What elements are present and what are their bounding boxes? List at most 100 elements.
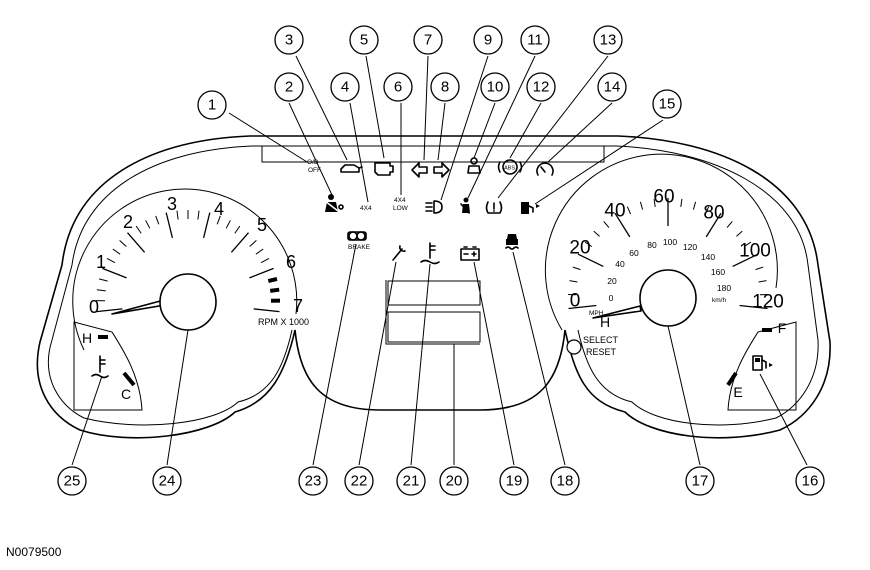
dial-major-tick	[577, 253, 604, 267]
right-turn-signal-icon	[433, 162, 450, 178]
kmh-number: 60	[629, 248, 639, 258]
callout-21: 21	[396, 466, 426, 496]
callout-2: 2	[274, 72, 304, 102]
callout-4: 4	[330, 72, 360, 102]
svg-text:7: 7	[424, 32, 432, 49]
od-off-indicator: O/D	[307, 159, 319, 166]
svg-text:5: 5	[360, 32, 368, 49]
check-engine-icon	[374, 162, 394, 176]
cluster-bezel	[36, 135, 831, 439]
oil-pressure-icon	[340, 164, 363, 173]
dial-major-tick	[705, 212, 722, 238]
callout-19: 19	[499, 466, 529, 496]
callout-10: 10	[480, 72, 510, 102]
dial-minor-tick	[653, 198, 656, 207]
dial-minor-tick	[726, 221, 733, 228]
svg-text:9: 9	[484, 32, 492, 49]
dial-minor-tick	[626, 206, 632, 215]
speed-needle	[592, 305, 642, 319]
callout-3: 3	[274, 25, 304, 55]
fuel-full-label: F	[778, 320, 787, 336]
dial-minor-tick	[639, 201, 644, 210]
dial-major-tick	[732, 253, 759, 267]
kmh-number: 180	[717, 283, 731, 293]
kmh-label: km/h	[712, 297, 726, 304]
dial-major-tick	[102, 267, 127, 279]
kmh-number: 80	[647, 240, 657, 250]
callout-18: 18	[550, 466, 580, 496]
dial-minor-tick	[176, 210, 179, 220]
callout-25: 25	[57, 466, 87, 496]
callout-6: 6	[383, 72, 413, 102]
seat-occupancy-icon	[460, 197, 470, 214]
dial-minor-tick	[572, 266, 581, 271]
speed-control-icon	[536, 162, 554, 176]
tire-pressure-icon	[485, 201, 503, 214]
select-reset-button[interactable]	[566, 339, 582, 355]
svg-text:6: 6	[394, 79, 402, 96]
callout-14: 14	[597, 72, 627, 102]
dial-minor-tick	[569, 280, 578, 283]
callout-13: 13	[593, 25, 623, 55]
kmh-number: 140	[701, 252, 715, 262]
dial-minor-tick	[260, 257, 270, 264]
svg-text:8: 8	[441, 79, 449, 96]
svg-text:3: 3	[285, 32, 293, 49]
fuel-gauge: F E	[726, 320, 797, 411]
svg-text:25: 25	[64, 473, 81, 490]
select-label: SELECT	[583, 335, 619, 345]
four-by-four-indicator: 4X4	[360, 205, 372, 212]
tach-number: 1	[96, 252, 106, 272]
dial-minor-tick	[736, 230, 743, 237]
wrench-icon	[392, 245, 406, 261]
svg-text:1: 1	[208, 97, 216, 114]
mph-number: 60	[653, 187, 674, 208]
dial-minor-tick	[755, 266, 764, 271]
indicator-panel: O/D OFF ABS	[307, 157, 554, 265]
dial-minor-tick	[692, 201, 697, 210]
mph-number: 0	[570, 291, 581, 312]
four-by-four-low-indicator: 4X4	[394, 197, 406, 204]
speedometer-ticks	[568, 198, 768, 310]
callout-20: 20	[439, 466, 469, 496]
tach-number: 4	[214, 199, 224, 219]
temp-high-label: H	[82, 330, 92, 346]
dial-minor-tick	[197, 210, 200, 220]
callout-17: 17	[685, 466, 715, 496]
callout-16: 16	[795, 466, 825, 496]
kmh-number: 40	[615, 259, 625, 269]
dial-minor-tick	[704, 206, 710, 215]
callout-1: 1	[197, 90, 227, 120]
tach-number: 2	[123, 212, 133, 232]
dial-minor-tick	[593, 230, 600, 237]
callout-23: 23	[298, 466, 328, 496]
svg-text:17: 17	[692, 473, 709, 490]
svg-text:23: 23	[305, 473, 322, 490]
od-off-indicator: OFF	[308, 167, 321, 174]
svg-text:12: 12	[533, 79, 550, 96]
tach-hub	[159, 273, 217, 331]
svg-text:13: 13	[600, 32, 617, 49]
traction-control-icon	[505, 234, 519, 250]
brake-label: BRAKE	[348, 244, 371, 251]
dial-minor-tick	[106, 257, 116, 264]
callout-15: 15	[652, 89, 682, 119]
svg-text:15: 15	[659, 96, 676, 113]
dial-major-tick	[739, 304, 768, 310]
callout-24: 24	[152, 466, 182, 496]
kmh-number: 0	[609, 293, 614, 303]
high-beam-icon	[425, 200, 443, 214]
abs-label: ABS	[504, 166, 515, 172]
reference-code: N0079500	[6, 545, 62, 559]
dial-minor-tick	[225, 220, 231, 229]
passenger-airbag-icon	[467, 157, 481, 174]
coolant-temp-icon	[91, 355, 109, 379]
speedometer: 0 20 40 60 80 100 120 0 20 40 60 80 100 …	[544, 153, 784, 357]
fuel-empty-label: E	[733, 384, 742, 400]
dial-minor-tick	[119, 240, 127, 247]
dial-major-tick	[568, 304, 597, 310]
dial-minor-tick	[584, 241, 592, 248]
dial-minor-tick	[255, 248, 264, 255]
mph-number: 40	[604, 201, 625, 222]
